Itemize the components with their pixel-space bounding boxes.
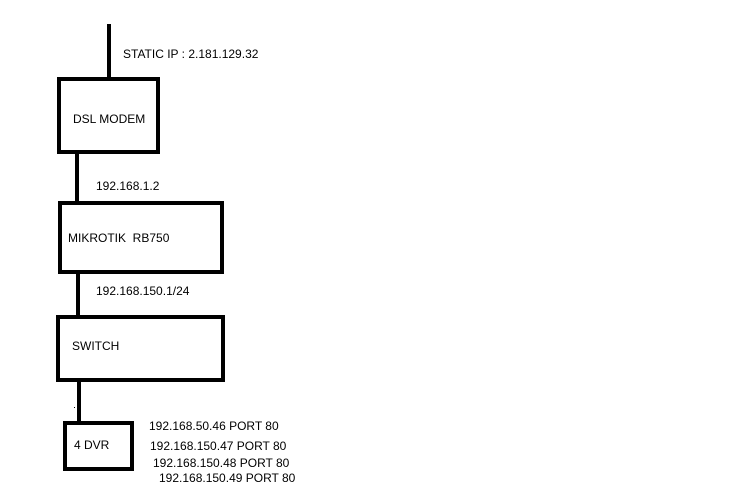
switch-dvr-link — [77, 380, 81, 423]
router-lan-ip: 192.168.150.1/24 — [96, 284, 190, 298]
router-wan-ip: 192.168.1.2 — [96, 179, 160, 193]
router-switch-link — [76, 272, 80, 318]
switch-label: SWITCH — [72, 339, 120, 353]
stray-dot — [74, 407, 75, 408]
modem-router-link — [75, 152, 79, 204]
dvr-label: 4 DVR — [74, 438, 110, 452]
mikrotik-router-label: MIKROTIK RB750 — [68, 231, 170, 245]
dvr-address: 192.168.150.48 PORT 80 — [153, 456, 290, 470]
dvr-address: 192.168.150.47 PORT 80 — [150, 439, 287, 453]
static-ip-label: STATIC IP : 2.181.129.32 — [123, 47, 259, 61]
mikrotik-router-box: MIKROTIK RB750 — [58, 201, 224, 274]
dvr-box: 4 DVR — [63, 421, 134, 471]
dsl-modem-box: DSL MODEM — [57, 77, 160, 154]
dvr-address: 192.168.150.49 PORT 80 — [159, 471, 296, 485]
dsl-modem-label: DSL MODEM — [73, 112, 146, 126]
dvr-address: 192.168.50.46 PORT 80 — [149, 419, 279, 433]
switch-box: SWITCH — [56, 315, 225, 382]
uplink-line — [107, 24, 111, 79]
